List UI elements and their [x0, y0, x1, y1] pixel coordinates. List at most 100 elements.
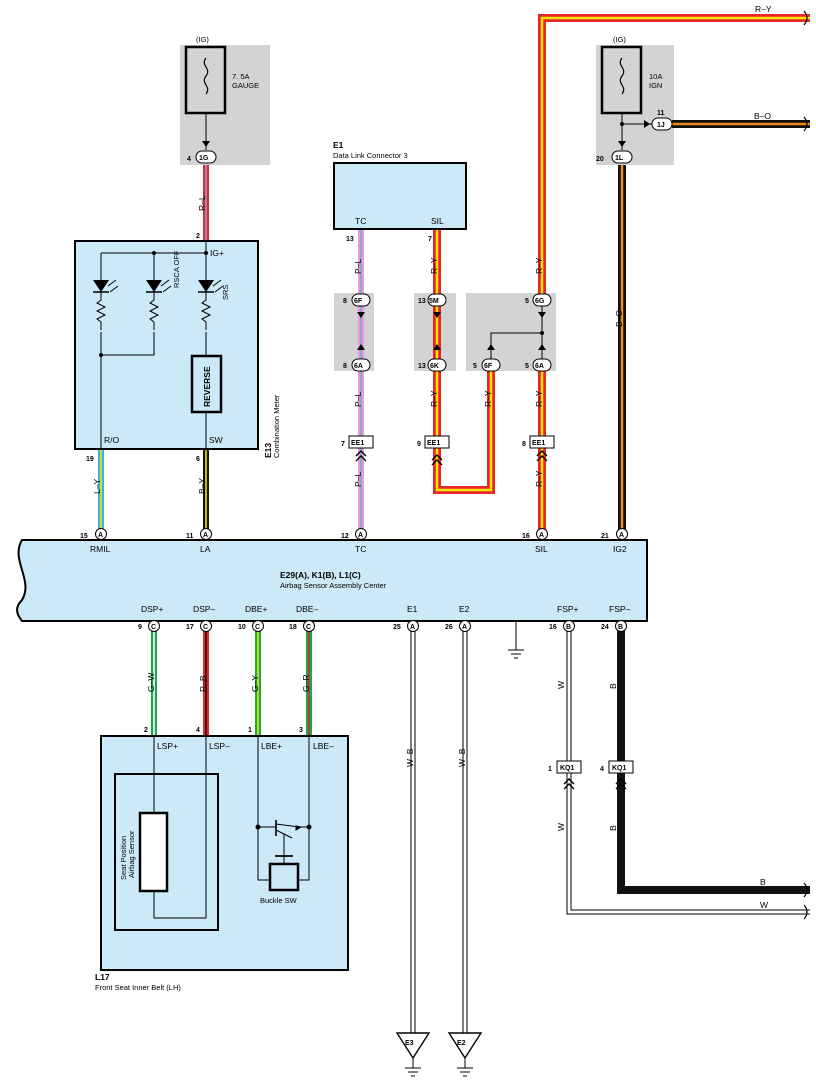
wire-r-y-main — [538, 14, 810, 530]
seat-position-sensor: Seat Position Airbag Sensor — [114, 736, 219, 931]
svg-text:C: C — [255, 624, 260, 631]
label-p-l-2: P–L — [353, 392, 363, 407]
svg-text:20: 20 — [596, 156, 604, 163]
front-seat-inner-belt: 2 4 1 3 LSP+ LSP– LBE+ LBE– Seat Positio… — [95, 727, 349, 992]
svg-text:DBE–: DBE– — [296, 604, 318, 614]
svg-text:Buckle SW: Buckle SW — [260, 896, 298, 905]
ecu-top-pin-tc: 12 A TC — [341, 528, 367, 554]
label-p-l-3: P–L — [353, 472, 363, 487]
svg-text:(IG): (IG) — [196, 35, 209, 44]
svg-text:11: 11 — [657, 110, 665, 117]
svg-text:LBE–: LBE– — [313, 741, 334, 751]
label-g-y: G–Y — [250, 675, 260, 692]
label-w-1: W — [556, 681, 566, 689]
svg-text:RSCA OFF: RSCA OFF — [172, 250, 181, 288]
svg-text:16: 16 — [549, 624, 557, 631]
svg-text:C: C — [203, 624, 208, 631]
ecu-top-pin-la: 11 A LA — [186, 528, 212, 554]
svg-text:EE1: EE1 — [427, 440, 440, 447]
svg-text:SIL: SIL — [431, 216, 444, 226]
buckle-switch — [255, 736, 312, 892]
svg-text:2: 2 — [196, 233, 200, 240]
svg-text:8: 8 — [343, 363, 347, 370]
label-b-y: B–Y — [197, 478, 207, 494]
svg-text:R/O: R/O — [104, 435, 120, 445]
label-w-b-1: W–B — [405, 748, 415, 767]
ee1-connector-3: 8 EE1 — [522, 435, 555, 462]
junction-1: 8 6F 8 6A — [343, 293, 371, 372]
label-b-o: B–O — [614, 310, 624, 327]
svg-text:FSP–: FSP– — [609, 604, 631, 614]
svg-text:DSP–: DSP– — [193, 604, 215, 614]
label-g-r: G–R — [301, 675, 311, 692]
svg-text:17: 17 — [186, 624, 194, 631]
fuse-ign-area — [596, 45, 674, 165]
svg-text:EE1: EE1 — [351, 440, 364, 447]
svg-text:6G: 6G — [535, 298, 545, 305]
svg-text:L17: L17 — [95, 972, 110, 982]
wire-w — [566, 630, 810, 915]
svg-text:1: 1 — [248, 727, 252, 734]
data-link-connector: E1 Data Link Connector 3 TC SIL 13 7 — [333, 140, 467, 243]
svg-text:E29(A), K1(B), L1(C): E29(A), K1(B), L1(C) — [280, 570, 361, 580]
svg-text:E13: E13 — [263, 443, 273, 458]
label-r-y-top: R–Y — [755, 4, 772, 14]
label-r-l: R–L — [197, 195, 207, 211]
fuse-gauge: (IG) 7. 5A GAUGE 4 1G — [184, 35, 259, 164]
ecu-top-pin-sil: 16 A SIL — [522, 528, 548, 554]
svg-text:Front Seat Inner Belt (LH): Front Seat Inner Belt (LH) — [95, 983, 181, 992]
svg-text:25: 25 — [393, 624, 401, 631]
label-w-b-2: W–B — [457, 748, 467, 767]
svg-text:A: A — [98, 532, 103, 539]
svg-text:KQ1: KQ1 — [612, 765, 627, 772]
svg-text:7: 7 — [341, 441, 345, 448]
svg-text:SW: SW — [209, 435, 223, 445]
svg-text:8: 8 — [343, 298, 347, 305]
airbag-sensor-center: E29(A), K1(B), L1(C) Airbag Sensor Assem… — [16, 528, 648, 622]
svg-text:1: 1 — [548, 766, 552, 773]
svg-text:(IG): (IG) — [613, 35, 626, 44]
svg-text:E1: E1 — [407, 604, 418, 614]
svg-text:5: 5 — [473, 363, 477, 370]
svg-text:15: 15 — [80, 533, 88, 540]
svg-text:E2: E2 — [457, 1040, 466, 1047]
svg-text:18: 18 — [289, 624, 297, 631]
svg-text:4: 4 — [187, 156, 191, 163]
svg-text:16: 16 — [522, 533, 530, 540]
svg-text:IG+: IG+ — [210, 248, 224, 258]
fuse-ign: (IG) 10A IGN 11 1J 20 1L — [596, 35, 673, 164]
label-b-1: B — [608, 683, 618, 689]
wire-b-o — [618, 120, 810, 530]
junction-2: 13 5M 13 6K — [418, 293, 447, 372]
svg-text:5M: 5M — [429, 298, 439, 305]
svg-text:C: C — [151, 624, 156, 631]
svg-text:GAUGE: GAUGE — [232, 81, 259, 90]
svg-text:7: 7 — [428, 236, 432, 243]
svg-text:10A: 10A — [649, 72, 662, 81]
wire-ends — [803, 10, 808, 920]
svg-text:A: A — [462, 624, 467, 631]
svg-text:Data Link Connector 3: Data Link Connector 3 — [333, 151, 408, 160]
ground-e2-icon: E2 — [447, 1032, 483, 1077]
ecu-bottom-pins: 9 C 17 C 10 C 18 C 25 A 26 A 16 B 24 B — [138, 620, 627, 632]
svg-text:19: 19 — [86, 456, 94, 463]
svg-text:A: A — [203, 532, 208, 539]
combination-meter: 2 IG+ RSCA OFF SRS REVERSE R/O — [74, 233, 281, 463]
ecu-top-pin-rmil: 15 A RMIL — [80, 528, 111, 554]
svg-text:IGN: IGN — [649, 81, 662, 90]
svg-text:1G: 1G — [199, 155, 209, 162]
svg-text:A: A — [358, 532, 363, 539]
label-w-2: W — [556, 823, 566, 831]
svg-text:5: 5 — [525, 363, 529, 370]
svg-text:Airbag Sensor: Airbag Sensor — [127, 830, 136, 878]
svg-text:E1: E1 — [333, 140, 344, 150]
svg-text:21: 21 — [601, 533, 609, 540]
svg-text:TC: TC — [355, 544, 366, 554]
svg-text:REVERSE: REVERSE — [202, 366, 212, 407]
svg-text:EE1: EE1 — [532, 440, 545, 447]
svg-text:5: 5 — [525, 298, 529, 305]
svg-text:Combination Meter: Combination Meter — [272, 394, 281, 458]
svg-text:6A: 6A — [535, 363, 544, 370]
svg-text:13: 13 — [418, 363, 426, 370]
